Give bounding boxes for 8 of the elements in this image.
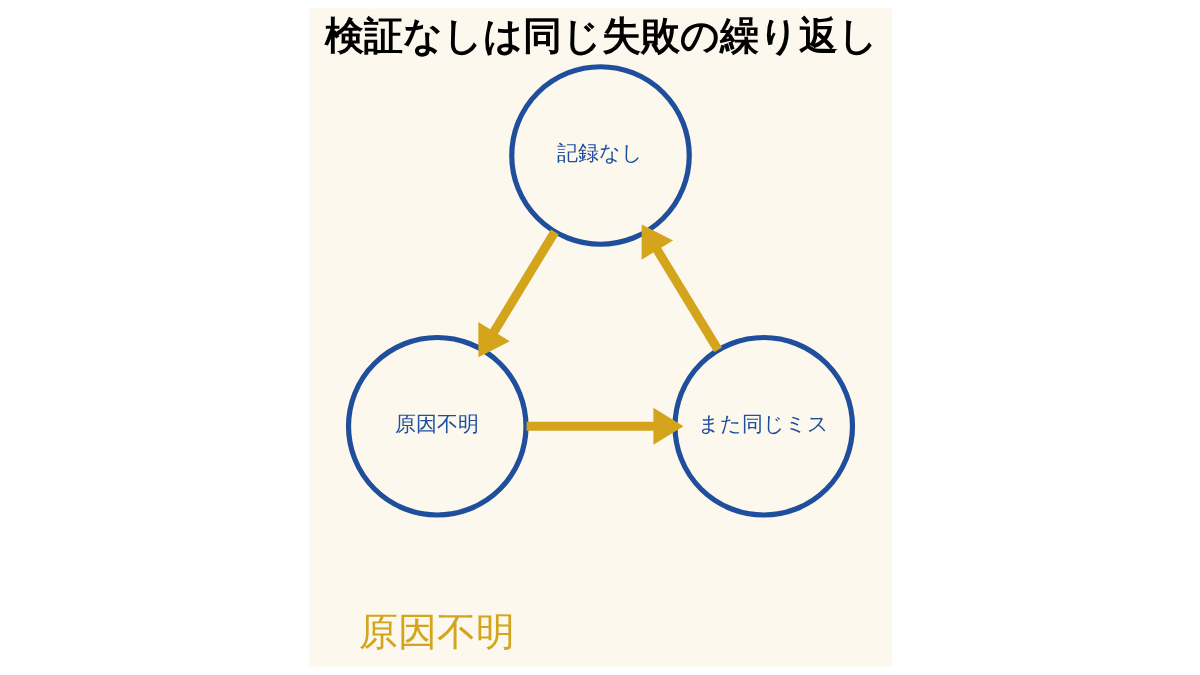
arrow xyxy=(526,407,683,445)
node-circle: 原因不明 xyxy=(345,334,529,518)
arrow xyxy=(641,224,722,353)
diagram-title: 検証なしは同じ失敗の繰り返し xyxy=(324,12,878,58)
label: 原因不明 xyxy=(358,608,515,654)
arrow xyxy=(477,229,559,358)
node-circle: また同じミス xyxy=(671,334,855,518)
node-circle: 記録なし xyxy=(508,64,692,247)
